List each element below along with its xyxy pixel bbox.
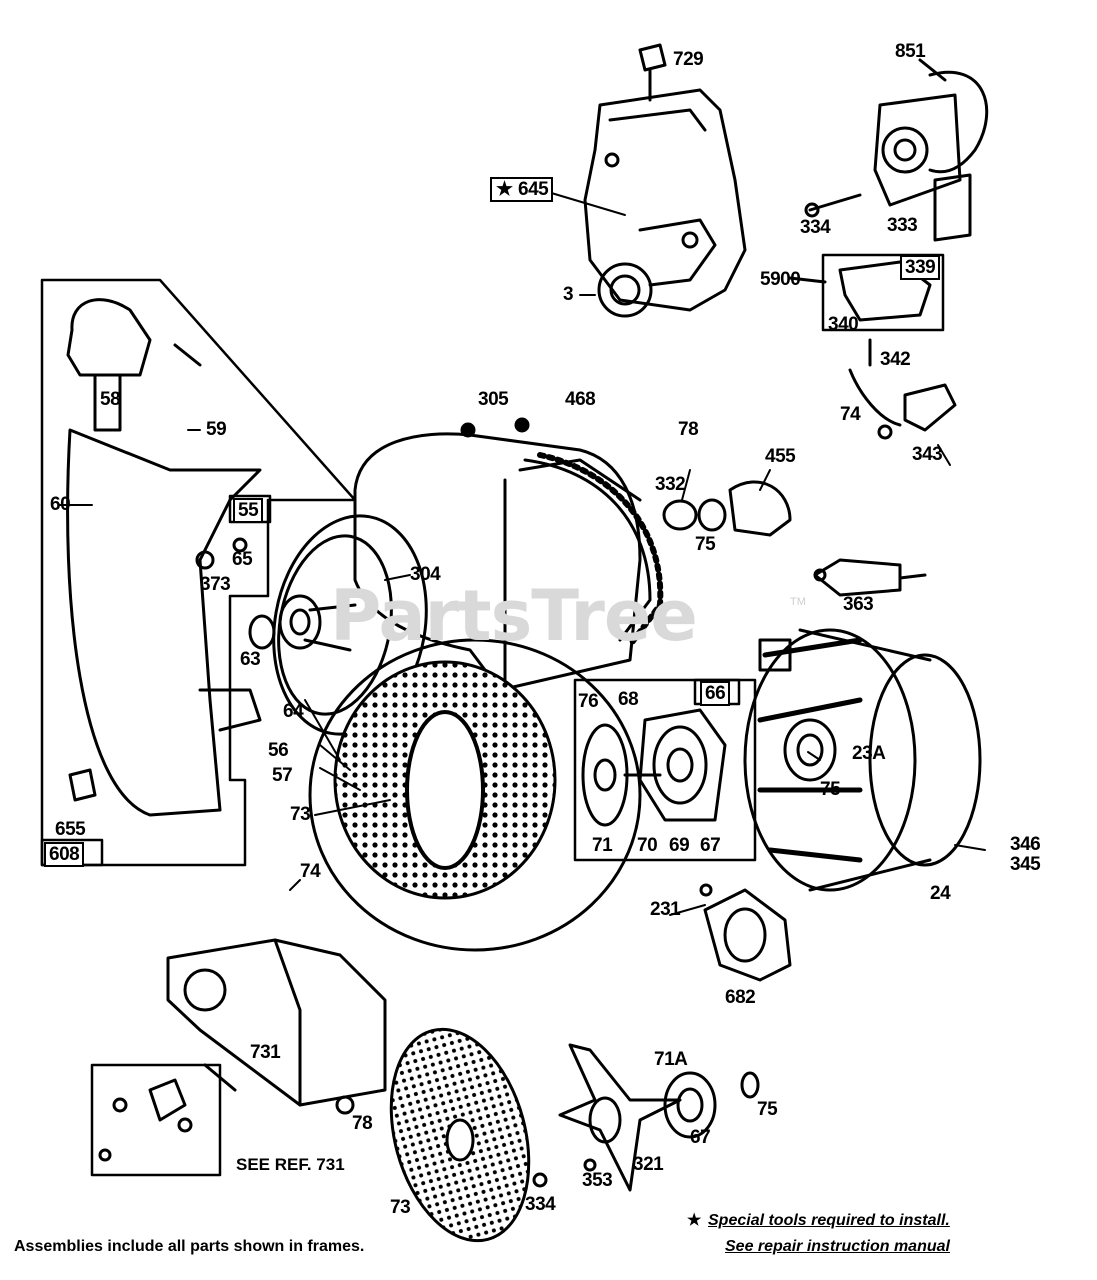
callout-608: 608 xyxy=(44,842,85,867)
callout-321: 321 xyxy=(633,1154,664,1175)
callout-75-c: 75 xyxy=(757,1099,778,1120)
callout-23a: 23A xyxy=(852,743,886,764)
callout-346: 346 xyxy=(1010,834,1041,855)
callout-655: 655 xyxy=(55,819,86,840)
callout-343: 343 xyxy=(912,444,943,465)
callout-78-bottom: 78 xyxy=(352,1113,373,1134)
watermark-trademark: TM xyxy=(790,596,806,608)
callout-65: 65 xyxy=(232,549,253,570)
callout-353: 353 xyxy=(582,1170,613,1191)
callout-304: 304 xyxy=(410,564,441,585)
callout-334-top: 334 xyxy=(800,217,831,238)
blower-housing xyxy=(308,417,664,952)
callout-55: 55 xyxy=(233,498,264,523)
callout-67-b: 67 xyxy=(690,1127,711,1148)
callout-71: 71 xyxy=(592,835,613,856)
callout-645: 645 xyxy=(490,177,554,202)
gasket-plate xyxy=(699,883,792,982)
callout-305: 305 xyxy=(478,389,509,410)
callout-3: 3 xyxy=(563,284,574,305)
callout-334-bottom: 334 xyxy=(525,1194,556,1215)
repair-manual-note: See repair instruction manual xyxy=(725,1238,950,1255)
callout-342: 342 xyxy=(880,349,911,370)
starter-cup xyxy=(532,1043,760,1192)
callout-363: 363 xyxy=(843,594,874,615)
callout-373: 373 xyxy=(200,574,231,595)
callout-332: 332 xyxy=(655,474,686,495)
star-icon: ★ xyxy=(496,179,513,200)
callout-24: 24 xyxy=(930,883,951,904)
callout-682: 682 xyxy=(725,987,756,1008)
rotating-screen xyxy=(389,1027,531,1243)
see-ref-note: SEE REF. 731 xyxy=(236,1155,345,1174)
callout-231: 231 xyxy=(650,899,681,920)
callout-75-b: 75 xyxy=(820,779,841,800)
callout-5900: 5900 xyxy=(760,269,801,290)
callout-73-b: 73 xyxy=(390,1197,411,1218)
callout-70: 70 xyxy=(637,835,658,856)
watermark: PartsTree xyxy=(330,575,698,657)
engine-shroud xyxy=(90,938,387,1177)
crankcase-cover xyxy=(583,43,747,318)
callout-645-text: 645 xyxy=(518,179,549,200)
callout-345: 345 xyxy=(1010,854,1041,875)
callout-851: 851 xyxy=(895,41,926,62)
callout-339: 339 xyxy=(900,255,941,280)
callout-58: 58 xyxy=(100,389,121,410)
callout-74-top: 74 xyxy=(840,404,861,425)
switch-assembly xyxy=(788,253,957,440)
callout-68: 68 xyxy=(618,689,639,710)
leader-lines xyxy=(59,191,986,916)
callout-74-mid: 74 xyxy=(300,861,321,882)
callout-73-a: 73 xyxy=(290,804,311,825)
callout-59: 59 xyxy=(206,419,227,440)
callout-67-a: 67 xyxy=(700,835,721,856)
callout-468: 468 xyxy=(565,389,596,410)
callout-76: 76 xyxy=(578,691,599,712)
callout-66: 66 xyxy=(700,681,731,706)
small-parts-right xyxy=(662,480,927,597)
rewind-starter-frame xyxy=(40,278,357,867)
callout-57: 57 xyxy=(272,765,293,786)
ignition-module xyxy=(804,58,989,242)
callout-63: 63 xyxy=(240,649,261,670)
special-tools-star-icon: ★ xyxy=(687,1212,702,1229)
special-tools-note: Special tools required to install. xyxy=(708,1212,950,1229)
callout-64: 64 xyxy=(283,701,304,722)
callout-60: 60 xyxy=(50,494,71,515)
callout-75-a: 75 xyxy=(695,534,716,555)
callout-69: 69 xyxy=(669,835,690,856)
callout-340: 340 xyxy=(828,314,859,335)
callout-333: 333 xyxy=(887,215,918,236)
callout-71a: 71A xyxy=(654,1049,688,1070)
callout-729: 729 xyxy=(673,49,704,70)
callout-455: 455 xyxy=(765,446,796,467)
clutch-assembly-frame xyxy=(573,678,757,862)
callout-78-top: 78 xyxy=(678,419,699,440)
callout-56: 56 xyxy=(268,740,289,761)
flywheel xyxy=(743,628,982,892)
assemblies-note: Assemblies include all parts shown in fr… xyxy=(14,1238,365,1255)
callout-731: 731 xyxy=(250,1042,281,1063)
